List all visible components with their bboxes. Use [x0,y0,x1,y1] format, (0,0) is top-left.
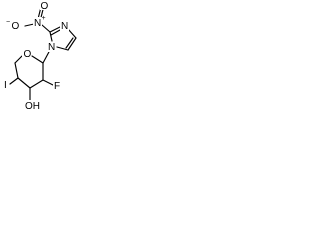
atom-o-nitro-left: O [12,21,20,32]
bond-pyran-o-c5 [14,55,23,64]
bond-pyran-c3-c2 [29,79,44,89]
bond-nitro-n-o-left [24,23,35,27]
molecule-structure: O N + O − N N O I F OH [3,1,77,112]
mask-n-nitro [33,17,42,27]
mask-o-pyran [22,49,31,59]
bond-imidazole-n3-c4 [67,28,77,39]
bond-nitro-n-o-top-b [40,8,44,19]
bond-pyran-c4-c3 [17,77,31,89]
bond-imidazole-n1-c2 [49,31,53,42]
mask-n-attached [47,42,56,52]
atom-n-imidazole-ring: N [61,21,68,32]
bonds [9,8,77,101]
bond-pyran-c1-o [31,55,44,64]
bond-c4-iodo [9,77,19,85]
bond-imidazole-c4-c5-a [67,37,77,51]
bond-nitro-n-o-top-a [37,8,42,18]
bond-imidazole-c2-n3-a [49,26,61,33]
mask-n-ring [60,21,69,31]
mask-f-fluoro [53,80,61,90]
bond-n1-c1-pyran [42,49,51,64]
bond-imidazole-c2-n3-b [50,29,61,36]
atom-labels: O N + O − N N O I F OH [3,1,69,112]
bond-pyran-c5-c4 [14,62,19,79]
bond-imidazole-c5-n1 [56,46,69,51]
atom-f-fluoro: F [54,81,60,92]
bond-nitro-n-c2 [41,24,51,33]
atom-i-iodo: I [4,80,7,91]
atom-oh-hydroxy: OH [25,101,40,112]
atom-o-pyran: O [24,49,32,60]
mask-o-left [10,20,19,30]
bond-imidazole-c4-c5-b [65,37,74,49]
mask-oh-hydroxy [24,100,39,110]
mask-i-iodo [3,79,8,89]
bond-c2-fluoro [42,79,54,86]
atom-o-nitro-charge: − [6,19,10,26]
atom-n-imidazole-attached: N [48,42,55,53]
mask-o-top [40,1,47,10]
atom-o-nitro-top: O [41,1,49,12]
atom-n-nitro: N [34,18,41,29]
atom-n-nitro-charge: + [42,15,46,22]
